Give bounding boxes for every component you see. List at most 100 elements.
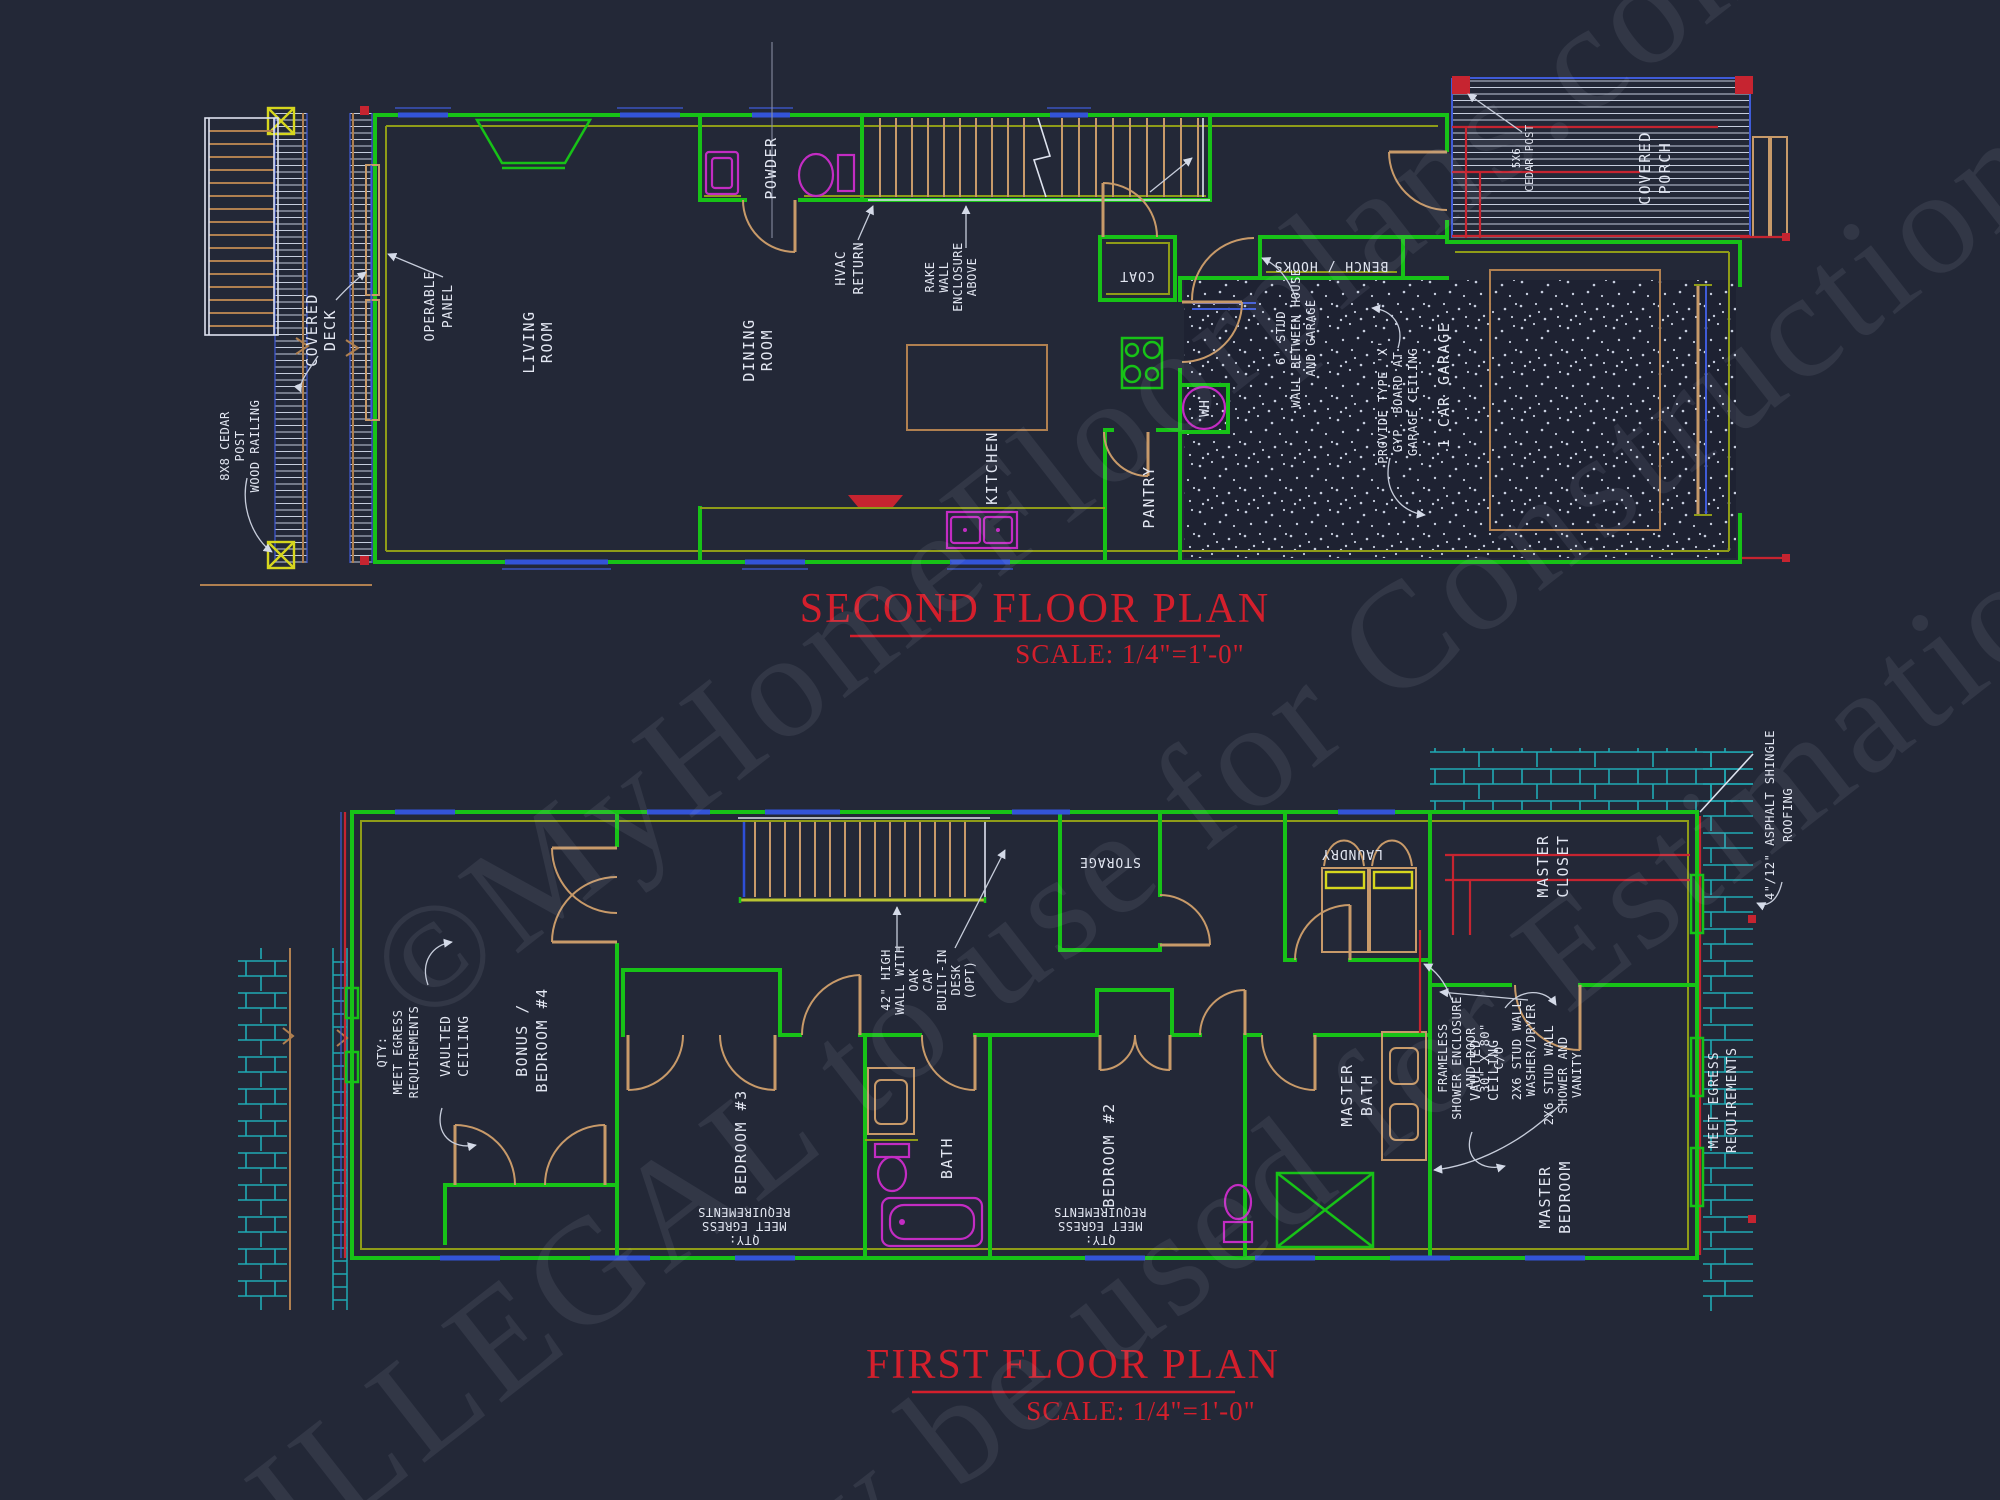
first-floor-walls <box>350 810 1699 1260</box>
first-floor-title: FIRST FLOOR PLAN <box>866 1342 1280 1388</box>
second-floor-windows <box>395 107 1091 570</box>
rake-wall-note: RAKE <box>923 262 937 293</box>
operable-panel-note: PANEL <box>441 284 456 328</box>
egress-note: QTY: <box>1085 1233 1116 1247</box>
shower-enclosure-note: AND DOOR <box>1464 1027 1478 1089</box>
stud-wall-note: WALL BETWEEN HOUSE <box>1289 268 1303 407</box>
second-floor-title: SECOND FLOOR PLAN <box>800 586 1270 632</box>
egress-note: REQUIREMENTS <box>1054 1205 1147 1219</box>
built-in-desk-note: (OPT) <box>963 961 977 1000</box>
roofing-note: ROOFING <box>1781 788 1795 842</box>
deck-label: COVERED <box>303 293 321 367</box>
pantry-label: PANTRY <box>1140 465 1158 528</box>
shower-enclosure-note: FRAMELESS <box>1436 1023 1450 1093</box>
vaulted-ceiling-note: VAULTED <box>439 1015 454 1077</box>
first-floor-stairs <box>738 817 990 897</box>
second-floor-plan: LIVING ROOM DINING ROOM KITCHEN POWDER P… <box>200 42 1790 669</box>
shower-enclosure-note: C/O <box>1492 1046 1506 1069</box>
first-floor-labels: BONUS / BEDROOM #4 BEDROOM #3 BEDROOM #2… <box>513 834 1574 1233</box>
built-in-desk-note: CAP <box>921 968 935 991</box>
cedar-post-note: 8X8 CEDAR <box>218 411 232 481</box>
stud-wall-shower-note: VANITY <box>1570 1052 1584 1099</box>
porch-label: COVERED <box>1636 131 1654 205</box>
stud-wall-washer-note: 2X6 STUD WALL <box>1510 1000 1524 1100</box>
stud-wall-shower-note: 2X6 STUD WALL <box>1542 1025 1556 1125</box>
living-room-label: LIVING <box>520 310 538 373</box>
hvac-note: HVAC <box>834 250 849 285</box>
first-floor-title-block: FIRST FLOOR PLAN SCALE: 1/4"=1'-0" <box>866 1342 1280 1426</box>
second-floor-labels: LIVING ROOM DINING ROOM KITCHEN POWDER P… <box>303 131 1674 528</box>
bonus-bedroom-label: BONUS / <box>513 1003 531 1077</box>
dining-room-label: DINING <box>740 318 758 381</box>
coat-label: COAT <box>1119 268 1154 283</box>
egress-note-right: MEET EGRESS <box>1707 1051 1722 1148</box>
water-heater-label: WH <box>1198 399 1213 417</box>
living-room-label: ROOM <box>538 321 556 363</box>
cedar-post-note: POST <box>233 431 247 462</box>
second-floor-notes: HVAC RETURN RAKE WALL ENCLOSURE ABOVE OP… <box>218 93 1536 553</box>
built-in-desk-note: WALL WITH <box>893 945 907 1015</box>
bonus-bedroom-label: BEDROOM #4 <box>533 987 551 1092</box>
shower-enclosure-note: 30" X 80" <box>1478 1023 1492 1093</box>
stud-wall-washer-note: WASHER/DRYER <box>1524 1003 1538 1096</box>
bath-label: BATH <box>938 1137 956 1179</box>
covered-porch <box>1451 76 1790 562</box>
master-bedroom-label: BEDROOM <box>1556 1160 1574 1234</box>
first-floor-fixtures <box>867 839 1690 1249</box>
kitchen-label: KITCHEN <box>983 431 1001 505</box>
bench-hooks-label: BENCH / HOOKS <box>1274 258 1389 273</box>
second-floor-doors <box>742 150 1448 477</box>
built-in-desk-note: OAK <box>907 968 921 991</box>
second-floor-hatches <box>275 78 1750 563</box>
porch-label: PORCH <box>1656 142 1674 195</box>
second-floor-fixtures <box>704 150 1227 550</box>
porch-post-note: 5X6 <box>1511 148 1523 168</box>
shower-enclosure-note: SHOWER ENCLOSURE <box>1450 996 1464 1120</box>
type-x-note: GYP. BOARD AT <box>1391 352 1405 452</box>
covered-deck <box>200 106 373 586</box>
first-floor-windows <box>344 809 1705 1261</box>
second-floor-title-block: SECOND FLOOR PLAN SCALE: 1/4"=1'-0" <box>800 586 1270 669</box>
egress-note: QTY: <box>375 1037 389 1068</box>
stud-wall-note: AND GARAGE <box>1304 299 1318 376</box>
vaulted-ceiling-note-master: CEILING <box>1487 1039 1502 1101</box>
first-floor-notes: VAULTED CEILING QTY: MEET EGRESS REQUIRE… <box>375 730 1795 1247</box>
operable-panel-note: OPERABLE <box>423 271 438 342</box>
master-closet-label: MASTER <box>1534 834 1552 897</box>
storage-label: STORAGE <box>1079 854 1141 869</box>
type-x-note: GARAGE CEILING <box>1406 348 1420 456</box>
rake-wall-note: WALL <box>937 262 951 293</box>
egress-note: MEET EGRESS <box>1058 1219 1143 1233</box>
vaulted-ceiling-note-master: VAULTED <box>1469 1039 1484 1101</box>
egress-note: MEET EGRESS <box>702 1219 787 1233</box>
egress-note: REQUIREMENTS <box>407 1006 421 1099</box>
bedroom2-label: BEDROOM #2 <box>1100 1102 1118 1207</box>
rake-wall-note: ABOVE <box>965 258 979 297</box>
garage-label: 1 CAR GARAGE <box>1435 322 1453 448</box>
first-floor-doors <box>453 846 1582 1186</box>
stud-wall-shower-note: SHOWER AND <box>1556 1036 1570 1113</box>
master-bath-label: MASTER <box>1338 1063 1356 1126</box>
vaulted-ceiling-note: CEILING <box>457 1015 472 1077</box>
deck-label: DECK <box>321 309 339 351</box>
roofing-note: 4"/12" ASPHALT SHINGLE <box>1763 730 1777 900</box>
stud-wall-note: 6" STUD <box>1274 311 1288 365</box>
built-in-desk-note: 42" HIGH <box>879 949 893 1011</box>
porch-post-note: CEDAR POST <box>1524 124 1536 191</box>
laundry-label: LAUNDRY <box>1321 846 1383 861</box>
hvac-note: RETURN <box>852 242 867 295</box>
type-x-note: PROVIDE TYPE 'X' <box>1376 340 1390 464</box>
built-in-desk-note: BUILT-IN <box>935 949 949 1011</box>
egress-note: QTY: <box>729 1233 760 1247</box>
dining-room-label: ROOM <box>758 329 776 371</box>
master-bedroom-label: MASTER <box>1536 1165 1554 1228</box>
first-floor-plan: BONUS / BEDROOM #4 BEDROOM #3 BEDROOM #2… <box>238 730 1795 1426</box>
bedroom3-label: BEDROOM #3 <box>732 1089 750 1194</box>
second-floor-scale: SCALE: 1/4"=1'-0" <box>1015 639 1244 669</box>
egress-note: REQUIREMENTS <box>698 1205 791 1219</box>
second-floor-stairs <box>771 42 1210 238</box>
cedar-post-note: WOOD RAILING <box>248 400 262 493</box>
built-in-desk-note: DESK <box>949 964 963 995</box>
